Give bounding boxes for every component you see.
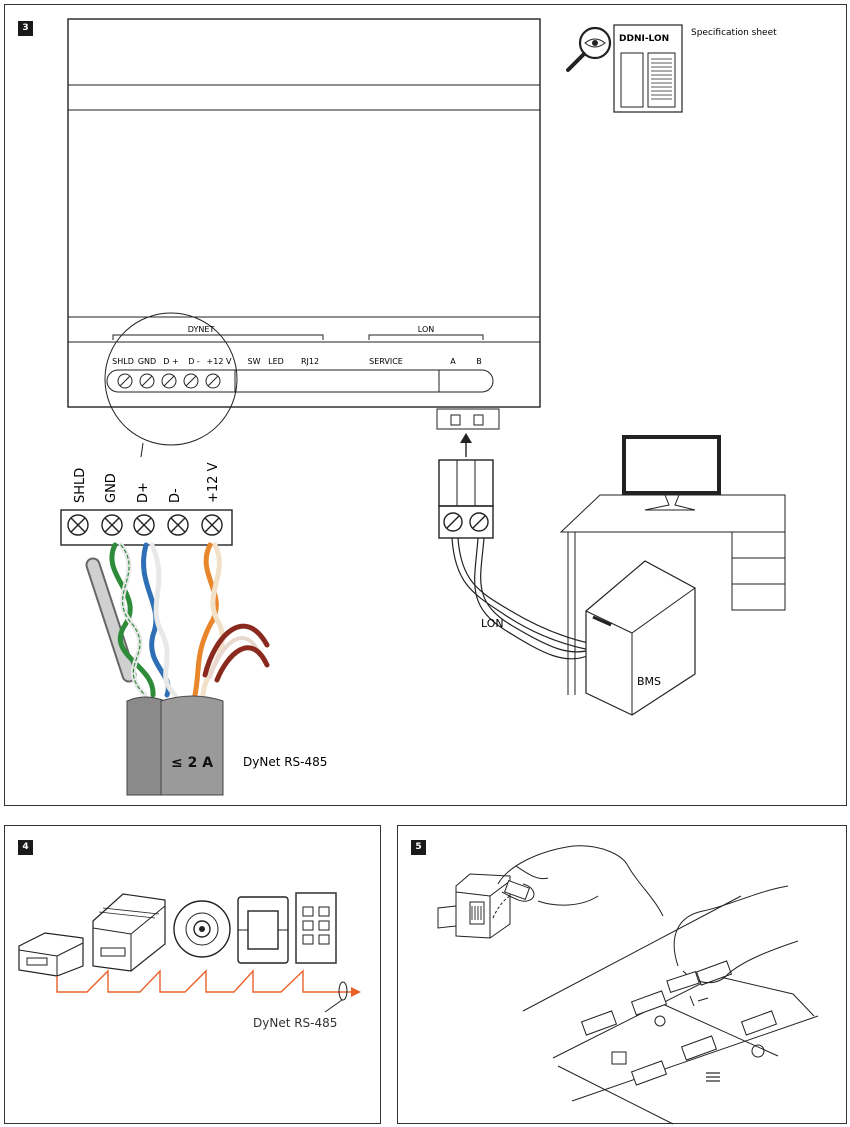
bms-label: BMS	[637, 675, 661, 688]
device-label-service: SERVICE	[369, 357, 403, 366]
bus-label: DyNet RS-485	[253, 1016, 337, 1030]
bus-arrow	[351, 987, 361, 997]
lon-cable	[451, 537, 594, 660]
device-terminal-12v: +12 V	[207, 357, 232, 366]
lon-cable-label: LON	[481, 617, 504, 630]
dynet-wires	[85, 542, 270, 698]
spec-sheet-icon	[566, 24, 683, 113]
step-4-panel: 4	[4, 825, 381, 1124]
desk-monitor	[559, 435, 786, 695]
wiring-diagram: DDNI-LON Specification sheet	[60, 18, 786, 796]
button-panel-device	[295, 892, 337, 964]
terminal-label-dminus: D-	[168, 488, 183, 503]
device-label-led: LED	[268, 357, 284, 366]
device-label-a: A	[450, 357, 456, 366]
device-terminal-gnd: GND	[138, 357, 156, 366]
device-sketch	[437, 873, 511, 939]
device-label-b: B	[476, 357, 482, 366]
bus-topology-diagram: DyNet RS-485	[18, 892, 361, 1030]
step-3-badge: 3	[18, 21, 33, 36]
dynet-cables	[126, 695, 224, 796]
step-3-panel: 3 DDNI-LON Specification sheet	[4, 4, 847, 806]
device-label-sw: SW	[248, 357, 261, 366]
spec-sheet-label: Specification sheet	[691, 28, 777, 38]
bus-cable-marker	[338, 981, 348, 1001]
terminal-label-12v: +12 V	[206, 462, 221, 503]
device-terminal-shld: SHLD	[112, 357, 134, 366]
bus-line	[56, 969, 353, 993]
dynet-group-label: DYNET	[188, 325, 215, 334]
terminal-label-shld: SHLD	[73, 468, 88, 503]
terminal-label-gnd: GND	[104, 473, 119, 503]
terminal-label-dplus: D+	[136, 482, 151, 503]
current-limit-label: ≤ 2 A	[171, 755, 213, 771]
controller-device	[18, 932, 84, 977]
label-application-diagram	[437, 845, 819, 1125]
keypad-device	[237, 896, 289, 964]
spec-sheet-title: DDNI-LON	[619, 34, 669, 44]
device-terminal-dminus: D -	[188, 357, 200, 366]
lon-group-label: LON	[418, 325, 434, 334]
dynet-cable-label: DyNet RS-485	[243, 755, 327, 769]
sensor-device	[173, 900, 231, 958]
bms-tower	[585, 560, 696, 716]
step-4-badge: 4	[18, 840, 33, 855]
label-sheet	[522, 895, 819, 1125]
ddni-lon-device	[67, 18, 541, 458]
hand-peeling-label	[492, 845, 664, 919]
device-terminal-dplus: D +	[163, 357, 178, 366]
terminal-block	[60, 509, 233, 546]
din-module-device	[92, 893, 166, 972]
lon-plug	[438, 433, 494, 539]
step-5-panel: 5	[397, 825, 847, 1125]
device-label-rj12: RJ12	[301, 357, 319, 366]
hand-applying-label	[666, 885, 799, 1007]
step-5-badge: 5	[411, 840, 426, 855]
